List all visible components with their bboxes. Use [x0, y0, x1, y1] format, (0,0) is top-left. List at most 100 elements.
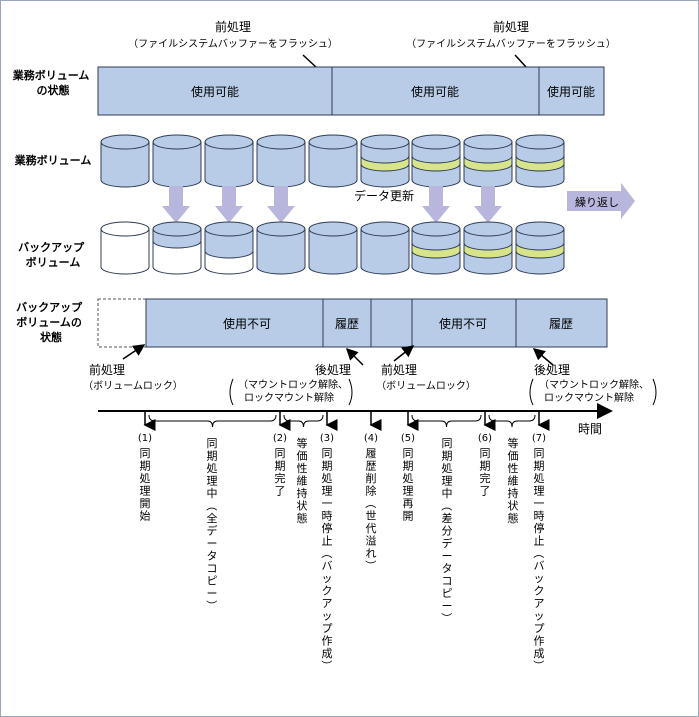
business-cylinder-2 [152, 134, 202, 188]
event-text-char: 処 [322, 472, 333, 485]
business-state-bar: 使用可能 使用可能 使用可能 [97, 66, 605, 116]
svg-text:（マウントロック解除、: （マウントロック解除、 [238, 378, 348, 391]
business-segment-1-label: 使用可能 [191, 84, 239, 99]
business-volume-cylinders [100, 134, 565, 188]
label-business-state: 業務ボリューム の状態 [12, 68, 94, 97]
event-text-char: 一 [322, 497, 333, 510]
event-text-char: ） [364, 560, 377, 571]
phase-text-char: ピ [442, 587, 453, 600]
event-number: (2) [273, 433, 287, 444]
backup-volume-cylinders [100, 221, 565, 275]
event-text-char: ッ [322, 610, 333, 623]
mid-note-3-arrow [393, 345, 415, 362]
backup-cylinder-9 [515, 221, 565, 275]
backup-state-bar: 使用不可 履歴 使用不可 履歴 [97, 298, 608, 348]
label-business-volume: 業務ボリューム [14, 153, 92, 167]
event-text-char: 時 [322, 510, 333, 523]
event-text-char: 同 [480, 447, 491, 460]
copy-arrows [162, 186, 502, 223]
phase-text-char: 態 [508, 511, 519, 525]
business-cylinder-1 [100, 134, 150, 188]
phase-text-char: 維 [297, 475, 308, 488]
event-text-char: ） [532, 660, 545, 671]
phase-text-char: 全 [207, 511, 218, 525]
data-update-label: データ更新 [354, 188, 414, 203]
business-segment-3-label: 使用可能 [547, 84, 595, 99]
phase-text-char: （ [205, 500, 218, 511]
svg-text:（ボリュームロック）: （ボリュームロック） [376, 380, 476, 392]
business-segment-3 [538, 66, 605, 116]
phase-text-char: 同 [207, 437, 218, 450]
business-cylinder-5 [308, 134, 358, 188]
event-text-char: 一 [534, 497, 545, 510]
event-text-char: プ [322, 622, 333, 635]
timeline-events: (1)同期処理開始(2)同期完了(3)同期処理一時停止（バックアップ作成）(4)… [138, 412, 550, 671]
event-text-char: 同 [275, 447, 286, 460]
phase-text-char: タ [207, 550, 218, 563]
event-text-char: 期 [403, 460, 414, 473]
copy-arrow-3 [267, 186, 295, 223]
phase-text-char: ） [205, 600, 218, 611]
mid-note-3: 前処理 （ボリュームロック） [376, 362, 476, 392]
event-number: (5) [401, 433, 415, 444]
svg-text:（マウントロック解除、: （マウントロック解除、 [539, 378, 649, 391]
phase-text-char: 期 [207, 450, 218, 463]
backup-cylinder-3 [204, 221, 254, 275]
backup-cylinder-4 [256, 221, 306, 275]
event-text-char: 成 [322, 647, 333, 660]
backup-segment-5 [515, 298, 608, 348]
backup-segment-1-label: 使用不可 [223, 316, 271, 331]
business-cylinder-4 [256, 134, 306, 188]
event-text-char: プ [534, 622, 545, 635]
time-label: 時間 [578, 422, 602, 436]
repeat-label: 繰り返し [575, 195, 619, 209]
event-text-char: （ [320, 548, 333, 559]
event-text-char: 溢 [366, 534, 377, 548]
phase-text-char: 維 [508, 475, 519, 488]
backup-cylinder-2 [152, 221, 202, 275]
backup-segment-3 [370, 298, 413, 348]
copy-arrow-4 [422, 186, 450, 223]
event-text-char: 理 [322, 485, 333, 498]
event-number: (4) [364, 433, 378, 444]
phase-text-char: 等 [508, 436, 519, 450]
event-text-char: 止 [534, 535, 545, 548]
event-text-char: ッ [322, 572, 333, 585]
phase-text-char: 差 [442, 511, 453, 525]
event-text-char: バ [534, 560, 545, 573]
svg-text:前処理: 前処理 [381, 362, 417, 377]
event-text-char: 理 [140, 485, 151, 498]
event-number: (7) [532, 433, 546, 444]
business-cylinder-9 [515, 134, 565, 188]
event-text-char: ） [320, 660, 333, 671]
backup-segment-2-label: 履歴 [335, 317, 359, 331]
copy-arrow-5 [474, 186, 502, 223]
event-text-char: 了 [275, 485, 286, 498]
event-text-char: 削 [366, 471, 377, 485]
phase-text-char: 処 [442, 462, 453, 475]
phase-text-char: 価 [508, 450, 519, 463]
label-backup-volume: バックアップ ボリューム [18, 240, 88, 269]
business-segment-2-label: 使用可能 [411, 84, 459, 99]
event-text-char: 開 [140, 497, 151, 510]
phase-text-char: ） [440, 613, 453, 624]
phase-text-char: 状 [508, 499, 519, 513]
event-text-char: 再 [403, 497, 414, 510]
event-number: (3) [320, 433, 334, 444]
phase-text-char: 理 [207, 475, 218, 488]
phase-text-char: 性 [508, 461, 519, 475]
business-cylinder-8 [463, 134, 513, 188]
event-text-char: 作 [322, 635, 333, 648]
event-text-char: 除 [366, 484, 377, 498]
backup-segment-5-label: 履歴 [549, 317, 573, 331]
event-number: (1) [138, 433, 152, 444]
